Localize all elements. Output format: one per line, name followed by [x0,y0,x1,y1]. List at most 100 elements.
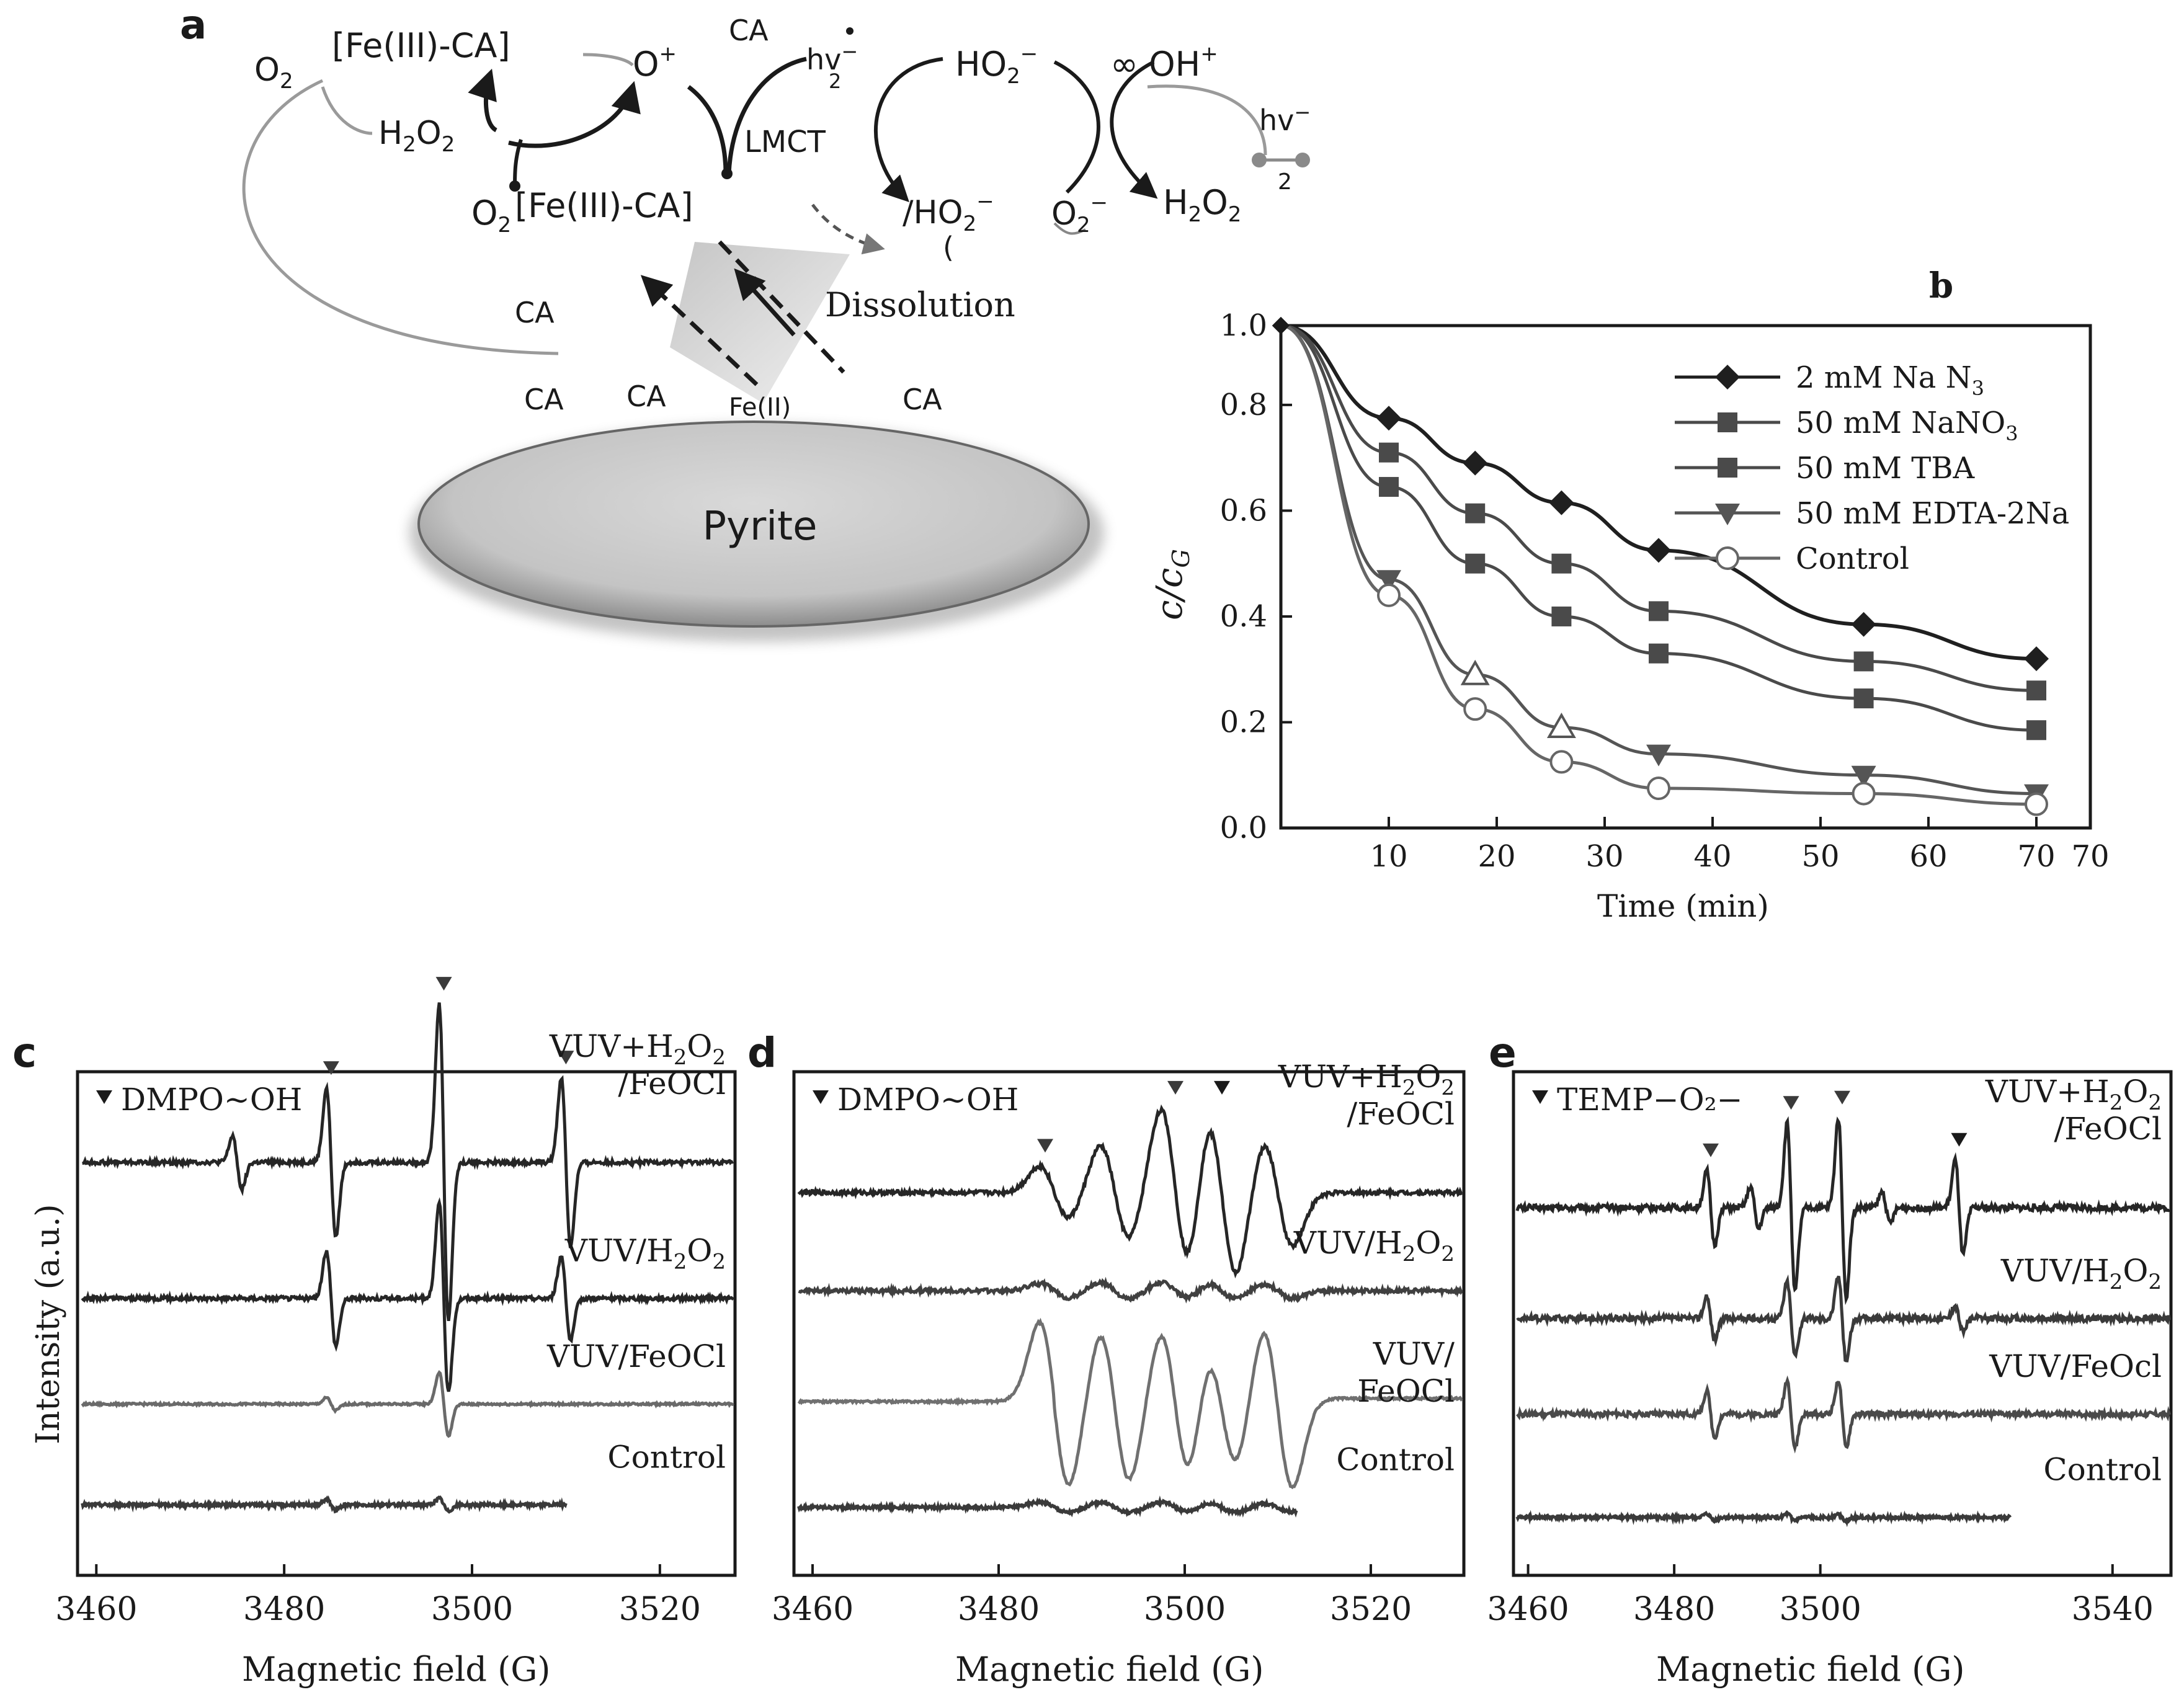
b-xtick-label: 60 [1909,839,1947,874]
spectrum-trace [797,1104,1463,1279]
b-data-point [1851,765,1876,788]
wedge-dash-2 [640,275,759,386]
panel-a-label: a [180,2,207,48]
spectrum-label: VUV+H2O2 [1985,1074,2162,1115]
spectrum-trace [1516,1274,2172,1363]
b-data-point [1376,406,1401,431]
dissolution-wedge [670,242,850,403]
b-data-point [2024,646,2049,672]
panel-b-xlabel: Time (min) [1597,888,1769,924]
spectrum-trace [797,1317,1463,1490]
spectra-legend-marker [96,1090,112,1104]
b-data-point [1379,477,1399,497]
spectrum-label: VUV/ [1373,1336,1455,1372]
b-legend-label: 50 mM NaNO3 [1796,406,2018,445]
wedge-dash-1 [718,240,845,374]
panel-e-xlabel: Magnetic field (G) [1656,1650,1964,1689]
spectrum-label: VUV+H2O2 [549,1028,726,1070]
b-ytick-label: 0.6 [1220,493,1267,528]
h2o2-right-label: H2O2 [1163,183,1241,227]
pyrite-particle [417,421,1090,628]
bracket-mark: ( [943,231,954,264]
oh-hv-link [1147,84,1267,156]
panel-e-label: e [1489,1029,1517,1077]
ca-return-curve [242,79,559,355]
panel-d-label: d [747,1029,777,1077]
b-ytick-label: 0.8 [1220,388,1267,422]
spectrum-label: VUV/H2O2 [1293,1225,1455,1266]
spectra-xtick-label: 3540 [2072,1591,2154,1628]
peak-marker [1167,1080,1183,1095]
b-data-point [1551,606,1572,626]
cycle-stem [513,139,523,187]
panel-b-series [1272,317,2049,816]
b-data-point [1376,570,1401,592]
spectrum-label: Control [1336,1441,1455,1477]
spectra-xtick-label: 3480 [958,1591,1040,1628]
hv-right-label: hv− [1259,100,1311,137]
spectra-legend-marker [1532,1090,1548,1104]
pyrite-label: Pyrite [702,504,817,550]
b-data-point [1463,450,1488,476]
b-data-point [1853,688,1874,709]
b-xtick-label: 30 [1585,839,1623,874]
b-data-point [1852,781,1876,806]
spectrum-trace [1515,1510,2012,1528]
b-legend-marker [1715,504,1740,525]
b-xtick-label: 10 [1370,839,1407,874]
b-xtick-label: 20 [1478,839,1515,874]
dissolution-arrow [811,203,885,255]
peak-marker [1834,1090,1850,1105]
panel-c-xlabel: Magnetic field (G) [242,1650,550,1689]
b-data-point [1549,750,1574,774]
panel-c-label: c [12,1029,37,1077]
lmct-label: LMCT [744,125,826,159]
b-legend-marker [1718,458,1737,478]
fe-ca-bottom-label: [Fe(III)-CA] [515,186,693,225]
b-legend-label: 2 mM Na N3 [1796,360,1984,400]
h2o2-left-label: H2O2 [378,115,455,157]
ca-top-label: CA [729,14,769,47]
spectrum-label: VUV/FeOCl [546,1338,726,1374]
b-start-point [1272,317,1290,334]
b-legend-label: 50 mM TBA [1796,451,1976,486]
hv-right-sub: 2 [1278,169,1292,195]
panel-d-xlabel: Magnetic field (G) [955,1650,1264,1689]
spectra-legend-label: DMPO~OH [121,1082,302,1118]
peak-marker [435,977,452,991]
spectrum-trace [1515,1116,2170,1306]
hv-left-sub: 2 [829,69,841,93]
b-data-point [1646,538,1671,563]
b-xtick-label: 70 [2017,839,2055,874]
b-ytick-label: 0.4 [1220,599,1267,634]
lmct-node [721,168,733,179]
spectra-legend-marker [813,1090,829,1104]
b-legend-marker [1716,546,1739,570]
spectra-legend-label: DMPO~OH [837,1082,1018,1118]
spectrum-label-line2: FeOCl [1357,1373,1455,1409]
panel-c-ylabel: Intensity (a.u.) [30,1204,67,1444]
b-data-point [1647,777,1670,801]
ca-surface-3: CA [903,383,942,416]
o2-minus-label: O2− [1051,190,1108,238]
b-series-line [1280,324,2037,806]
ca-surface-2: CA [626,380,666,413]
b-data-point [1465,553,1486,574]
dissolution-label: Dissolution [825,285,1015,324]
spectra-xtick-label: 3500 [1144,1591,1226,1628]
peak-marker [1951,1133,1968,1147]
lmct-arrow-right [726,56,807,174]
b-data-point [2025,792,2048,816]
b-data-point [2026,720,2046,741]
panel-b-plot-frame [1279,324,2092,830]
wedge-arrow [734,268,796,337]
peak-marker [1703,1143,1719,1157]
b-data-point [1551,553,1572,574]
b-ytick-label: 1.0 [1220,308,1267,343]
b-xtick-label: 40 [1693,839,1731,874]
